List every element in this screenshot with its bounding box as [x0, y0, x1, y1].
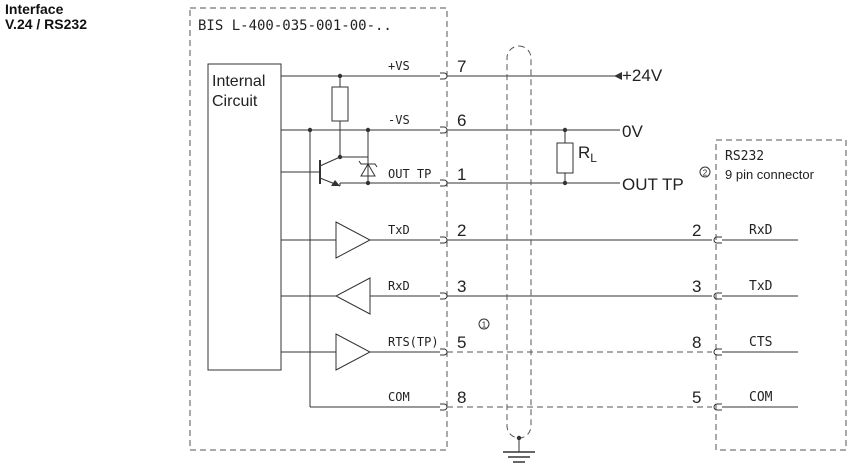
rs232-title: RS232 [725, 149, 764, 164]
page-title-line1: Interface [5, 1, 64, 17]
supply-label: +24V [622, 66, 663, 85]
connector-signal-label: CTS [749, 335, 772, 350]
signal-label-rts: RTS(TP) [388, 335, 439, 349]
connector-pin-number: 8 [692, 333, 701, 352]
device-pin-number: 2 [457, 221, 466, 240]
signal-label-txd: TxD [388, 223, 410, 237]
supply-arrow [614, 72, 622, 80]
connector-signal-label: TxD [749, 279, 773, 294]
page-title-line2: V.24 / RS232 [5, 16, 87, 32]
load-resistor-label: RL [578, 143, 597, 165]
connector-signal-label: RxD [749, 223, 773, 238]
rxd-receiver-triangle [334, 277, 371, 315]
connector-pin-number: 3 [692, 277, 701, 296]
connector-signal-label: COM [749, 390, 773, 405]
junction-dot [365, 180, 371, 186]
device-pin-number: 3 [457, 277, 466, 296]
cable-shield [506, 45, 532, 439]
svg-text:1: 1 [482, 321, 487, 330]
junction-dot [337, 73, 343, 79]
device-pin-number: 5 [457, 333, 466, 352]
rs232-connector-boundary [715, 139, 847, 451]
txd-driver-triangle [335, 221, 372, 259]
junction-dot [307, 127, 313, 133]
internal-circuit-label-line1: Internal [212, 73, 265, 90]
zener-diode [358, 160, 378, 177]
ground-symbol-icon [503, 451, 535, 463]
rts-driver-triangle [335, 333, 372, 371]
junction-dot [337, 154, 343, 160]
device-pin-number: 8 [457, 388, 466, 407]
junction-dot [365, 127, 371, 133]
connector-pin-number: 5 [692, 388, 701, 407]
device-pin-number: 1 [457, 165, 466, 184]
load-resistor [556, 142, 574, 174]
output-label: OUT TP [622, 175, 684, 194]
rs232-subtitle: 9 pin connector [725, 167, 815, 182]
output-transistor [281, 156, 440, 187]
internal-resistor [331, 86, 349, 122]
connector-pin-number: 2 [692, 221, 701, 240]
connector-pin-terminals [713, 236, 722, 411]
svg-text:2: 2 [703, 169, 708, 178]
internal-circuit-label-line2: Circuit [212, 93, 258, 110]
signal-label-vs-minus: -VS [388, 113, 410, 127]
device-model-label: BIS L-400-035-001-00-.. [198, 18, 392, 34]
signal-label-vs-plus: +VS [388, 59, 410, 73]
page-title: Interface V.24 / RS232 [5, 2, 87, 32]
internal-circuit-block [207, 63, 282, 371]
signal-label-com: COM [388, 390, 410, 404]
signal-label-out-tp: OUT TP [388, 167, 431, 181]
note-marker-1: 1 [478, 318, 490, 330]
device-pin-number: 7 [457, 57, 466, 76]
ground-label: 0V [622, 122, 643, 141]
note-marker-2: 2 [699, 166, 711, 178]
device-pin-terminals [440, 72, 448, 411]
device-pin-number: 6 [457, 111, 466, 130]
signal-label-rxd: RxD [388, 279, 410, 293]
